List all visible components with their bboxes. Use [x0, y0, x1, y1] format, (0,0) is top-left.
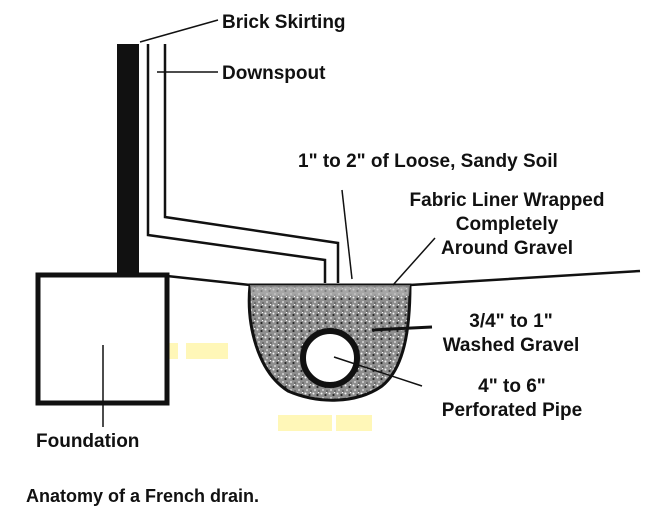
highlight-mark-2	[186, 343, 228, 359]
downspout-label: Downspout	[222, 63, 326, 84]
perforated-pipe-label-line-1: 4" to 6"	[478, 376, 546, 397]
foundation-label: Foundation	[36, 431, 139, 452]
washed-gravel-label-line-2: Washed Gravel	[443, 335, 580, 356]
fabric-liner-label-line-1: Fabric Liner Wrapped	[410, 190, 605, 211]
diagram-caption: Anatomy of a French drain.	[26, 486, 260, 506]
downspout-pipe-outer	[146, 44, 327, 283]
loose-soil-leader	[341, 189, 353, 280]
washed-gravel-label-line-1: 3/4" to 1"	[469, 311, 553, 332]
fabric-liner-label-line-3: Around Gravel	[441, 238, 573, 259]
highlight-mark-3	[278, 415, 332, 431]
brick-skirting-wall	[117, 44, 139, 274]
loose-soil-label: 1" to 2" of Loose, Sandy Soil	[298, 151, 558, 172]
perforated-pipe-label-line-2: Perforated Pipe	[442, 400, 582, 421]
brick-skirting-label: Brick Skirting	[222, 12, 346, 33]
foundation-block	[35, 272, 170, 406]
highlight-mark-4	[336, 415, 372, 431]
sandy-soil-layer	[250, 285, 410, 296]
washed-gravel-leader	[371, 325, 433, 332]
fabric-liner-leader	[392, 237, 436, 286]
perforated-pipe-leader	[333, 356, 423, 387]
brick-skirting-leader	[139, 19, 219, 43]
downspout-pipe-inner	[163, 44, 340, 283]
perforated-pipe	[300, 328, 360, 388]
fabric-liner-label-line-2: Completely	[456, 214, 559, 235]
